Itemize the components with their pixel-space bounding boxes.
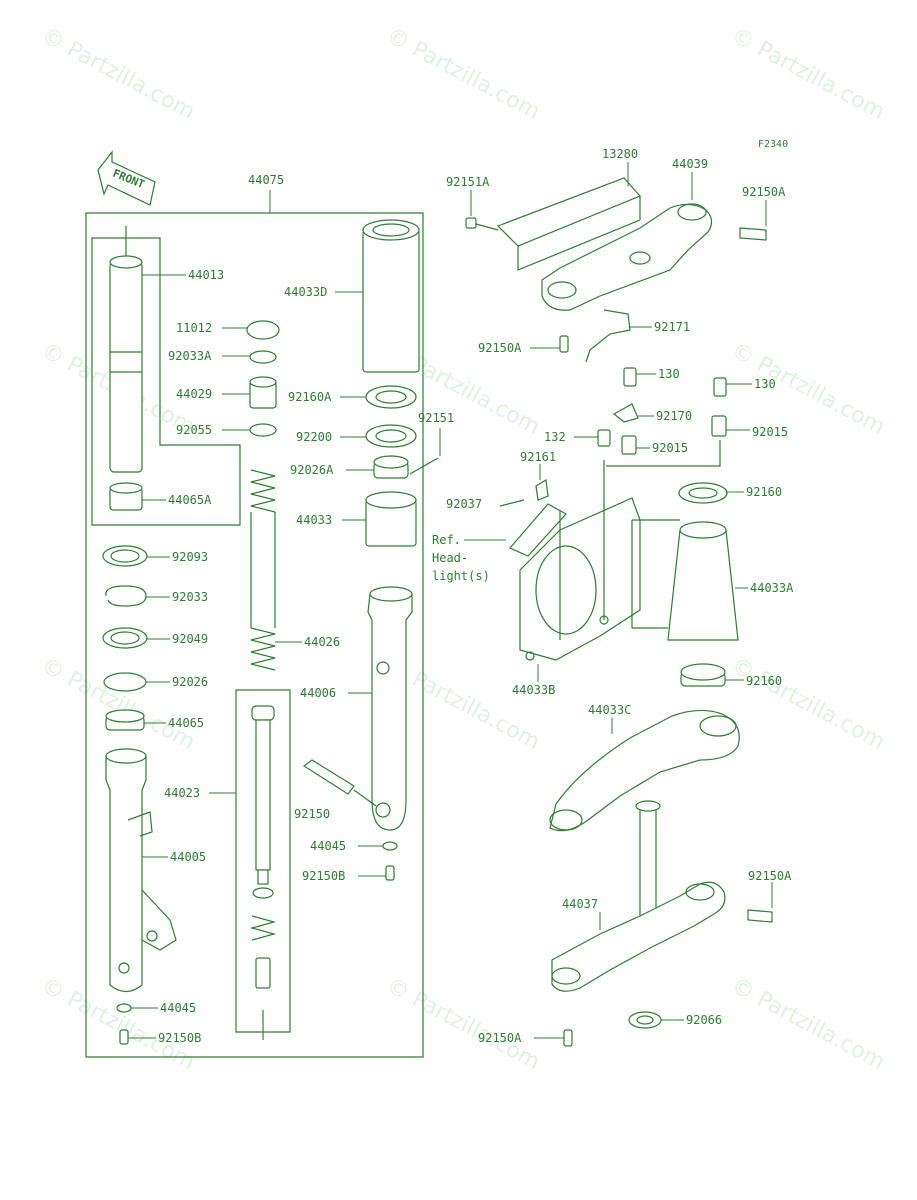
label-92055: 92055 <box>176 423 212 437</box>
label-44013: 44013 <box>188 268 224 282</box>
label-44029: 44029 <box>176 387 212 401</box>
label-44065: 44065 <box>168 716 204 730</box>
label-44033B: 44033B <box>512 683 555 697</box>
label-92160A: 92160A <box>288 390 332 404</box>
label-92150: 92150 <box>294 807 330 821</box>
label-44033: 44033 <box>296 513 332 527</box>
label-44045-right: 44045 <box>310 839 346 853</box>
label-92161: 92161 <box>520 450 556 464</box>
watermark: © Partzilla.com <box>727 653 889 755</box>
label-44026: 44026 <box>304 635 340 649</box>
watermark: © Partzilla.com <box>37 653 199 755</box>
spring <box>250 469 276 671</box>
label-92033A: 92033A <box>168 349 212 363</box>
label-92150B-left: 92150B <box>158 1031 201 1045</box>
watermark: © Partzilla.com <box>727 973 889 1075</box>
label-44005: 44005 <box>170 850 206 864</box>
figure-code: F2340 <box>758 139 788 150</box>
assembly-frame <box>85 212 424 1058</box>
label-44039: 44039 <box>672 157 708 171</box>
ref-label-line3: light(s) <box>432 569 490 583</box>
label-92150A-top: 92150A <box>742 185 786 199</box>
label-92015-left: 92015 <box>652 441 688 455</box>
label-44006: 44006 <box>300 686 336 700</box>
label-132: 132 <box>544 430 566 444</box>
label-13280: 13280 <box>602 147 638 161</box>
label-92066: 92066 <box>686 1013 722 1027</box>
label-92160-bottom: 92160 <box>746 674 782 688</box>
label-44033A: 44033A <box>750 581 794 595</box>
label-130-right: 130 <box>754 377 776 391</box>
label-44033D: 44033D <box>284 285 327 299</box>
label-130-left: 130 <box>658 367 680 381</box>
left-fork-assembly: 44075 44013 44065A 11012 92033A 44029 9 <box>85 173 454 1058</box>
label-44037: 44037 <box>562 897 598 911</box>
label-92026A: 92026A <box>290 463 334 477</box>
label-11012: 11012 <box>176 321 212 335</box>
label-92160-top: 92160 <box>746 485 782 499</box>
watermark: © Partzilla.com <box>382 23 544 125</box>
label-44033C: 44033C <box>588 703 631 717</box>
label-44045-left: 44045 <box>160 1001 196 1015</box>
front-arrow-icon: FRONT <box>97 150 156 206</box>
label-92049: 92049 <box>172 632 208 646</box>
ref-label-line2: Head- <box>432 551 468 565</box>
label-92033: 92033 <box>172 590 208 604</box>
watermark: © Partzilla.com <box>382 973 544 1075</box>
label-92093: 92093 <box>172 550 208 564</box>
label-44075: 44075 <box>248 173 284 187</box>
label-92151A: 92151A <box>446 175 490 189</box>
right-steering-assembly: 13280 92151A 44039 92150A 92171 92150A 1… <box>432 147 794 1047</box>
label-92150A-lower-right: 92150A <box>748 869 792 883</box>
label-92170: 92170 <box>656 409 692 423</box>
label-44065A: 44065A <box>168 493 212 507</box>
ref-label-line1: Ref. <box>432 533 461 547</box>
label-92015-right: 92015 <box>752 425 788 439</box>
label-92171: 92171 <box>654 320 690 334</box>
label-92150A-bottom: 92150A <box>478 1031 522 1045</box>
label-92200: 92200 <box>296 430 332 444</box>
watermark: © Partzilla.com <box>37 23 199 125</box>
label-92150B-right: 92150B <box>302 869 345 883</box>
watermark: © Partzilla.com <box>727 23 889 125</box>
label-44023: 44023 <box>164 786 200 800</box>
label-92026: 92026 <box>172 675 208 689</box>
label-92151: 92151 <box>418 411 454 425</box>
label-92150A-mid: 92150A <box>478 341 522 355</box>
label-92037: 92037 <box>446 497 482 511</box>
